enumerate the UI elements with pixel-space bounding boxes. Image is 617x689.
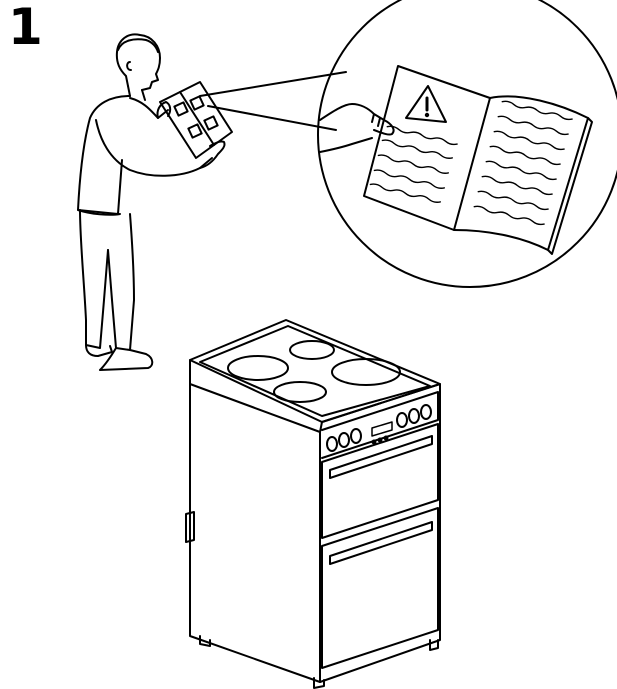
person-arm-front [96,120,212,176]
manual-page-edge [548,118,592,254]
cooker-hob-top-inner [200,326,430,416]
callout-pointer-line [200,72,346,96]
manual-left-text-lines [370,125,457,203]
manual-right-text-lines [474,100,573,225]
upper-oven-door [322,424,438,538]
person-leg-right [108,214,134,350]
cooker-side-panel [190,360,322,682]
person-head [117,34,160,90]
cooker-foot-front [314,678,324,688]
hotplate-front-right [332,359,400,385]
cooker-side-bracket [186,512,194,542]
callout-magnifier-circle [318,0,617,287]
upper-oven-handle [330,436,432,478]
held-manual [160,82,232,158]
person-ear [127,62,131,70]
hotplate-back-right [290,341,334,359]
cooker-front-panel [320,384,440,682]
person-hand-back [157,102,170,118]
person-torso [78,96,130,214]
person-shoe-right [100,348,152,370]
magnified-hand [320,104,394,152]
timer-display [372,422,392,444]
callout-pointer-line-lower [208,106,336,130]
cooker-foot-right [430,640,438,650]
person-neck [128,86,145,100]
control-knobs [327,405,431,451]
cooker-hob-top [190,320,440,422]
warning-triangle-icon [406,86,446,122]
person-shoe-left [86,345,112,356]
manual-page-left [364,66,490,230]
hotplate-front-left [274,382,326,402]
lower-oven-handle [330,522,432,564]
person-leg-left [80,210,108,348]
person-sweater-hem [78,210,120,215]
person-reading-manual [78,34,232,370]
electric-cooker [186,320,440,688]
step-number: 1 [8,0,43,56]
lower-oven-door [322,508,438,668]
person-hair [118,39,158,52]
cooker-foot-left [200,636,210,646]
magnified-manual [320,66,592,254]
hotplate-back-left [228,356,288,380]
